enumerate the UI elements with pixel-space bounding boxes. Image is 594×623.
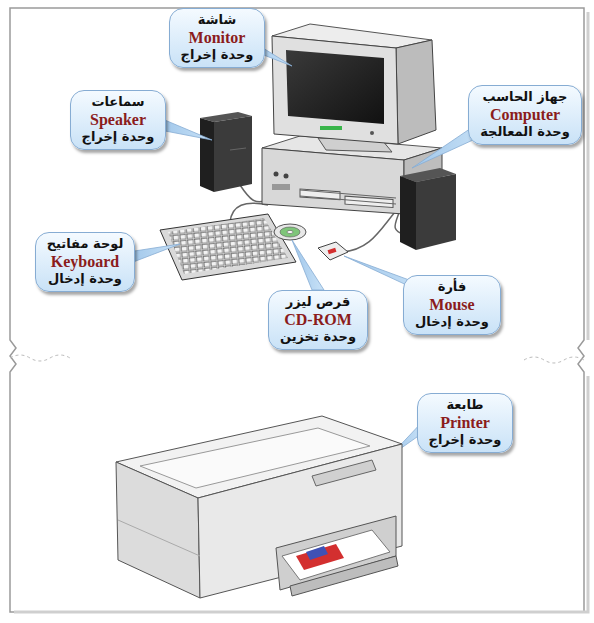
page-frame bbox=[10, 8, 588, 612]
cd-rom bbox=[274, 224, 306, 240]
printer bbox=[116, 416, 402, 598]
callout-box: لوحة مفاتيحKeyboardوحدة إدخال bbox=[35, 232, 136, 291]
english-label: Printer bbox=[429, 413, 502, 432]
arabic-label: فأرة bbox=[415, 279, 489, 295]
callout-box: قرص ليزرCD-ROMوحدة تخزين bbox=[268, 290, 368, 349]
arabic-label: وحدة إخراج bbox=[181, 47, 254, 63]
callout-box: شاشةMonitorوحدة إخراج bbox=[169, 8, 266, 67]
callout-box: سماعاتSpeakerوحدة إخراج bbox=[70, 90, 167, 149]
arabic-label: لوحة مفاتيح bbox=[47, 236, 124, 252]
speaker-left bbox=[200, 112, 252, 192]
arabic-label: وحدة إخراج bbox=[82, 129, 155, 145]
english-label: Computer bbox=[480, 105, 570, 124]
arabic-label: وحدة المعالجة bbox=[480, 124, 570, 140]
arabic-label: طابعة bbox=[429, 397, 502, 413]
arabic-label: جهاز الحاسب bbox=[480, 89, 570, 105]
arabic-label: وحدة إدخال bbox=[415, 314, 489, 330]
mouse bbox=[318, 242, 348, 260]
speaker-right bbox=[400, 168, 456, 250]
english-label: CD-ROM bbox=[280, 310, 356, 329]
arabic-label: شاشة bbox=[181, 12, 254, 28]
arabic-label: قرص ليزر bbox=[280, 294, 356, 310]
callout-box: جهاز الحاسبComputerوحدة المعالجة bbox=[468, 85, 582, 144]
arabic-label: وحدة إدخال bbox=[47, 271, 124, 287]
english-label: Mouse bbox=[415, 295, 489, 314]
monitor bbox=[272, 24, 436, 152]
arabic-label: وحدة إخراج bbox=[429, 432, 502, 448]
english-label: Speaker bbox=[82, 110, 155, 129]
english-label: Keyboard bbox=[47, 252, 124, 271]
keyboard bbox=[160, 214, 296, 280]
arabic-label: سماعات bbox=[82, 94, 155, 110]
callout-box: فأرةMouseوحدة إدخال bbox=[403, 275, 501, 334]
english-label: Monitor bbox=[181, 28, 254, 47]
arabic-label: وحدة تخزين bbox=[280, 329, 356, 345]
callout-box: طابعةPrinterوحدة إخراج bbox=[417, 393, 514, 452]
